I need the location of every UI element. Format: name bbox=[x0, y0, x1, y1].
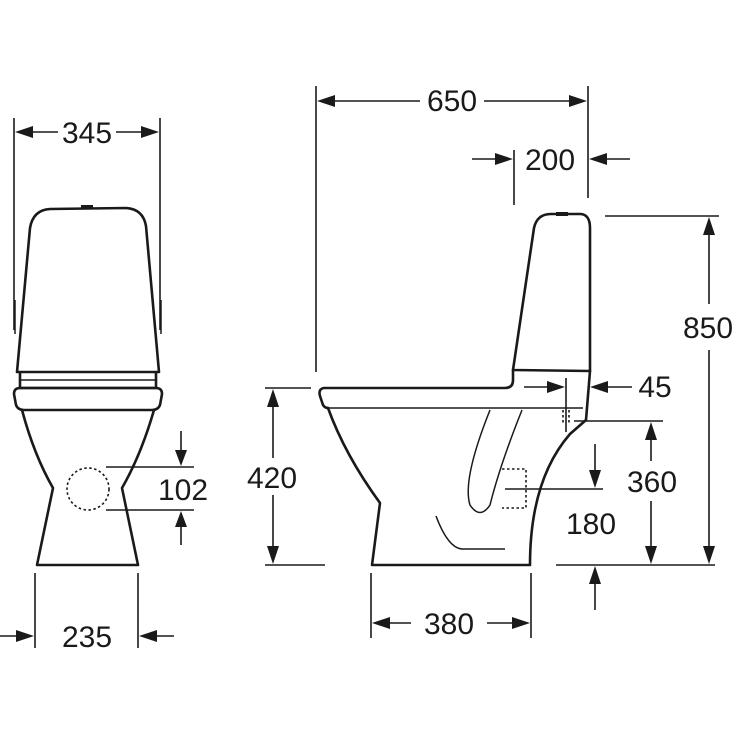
arrow-right-icon bbox=[569, 95, 587, 107]
dim-650-label: 650 bbox=[427, 85, 477, 118]
arrow-up-icon bbox=[645, 422, 657, 440]
arrow-up-icon bbox=[703, 217, 715, 235]
side-outlet-dashed bbox=[502, 468, 527, 509]
arrow-right-icon bbox=[547, 381, 565, 393]
arrow-up-icon bbox=[175, 511, 187, 527]
arrow-left-icon bbox=[317, 95, 335, 107]
front-rim bbox=[12, 386, 164, 412]
arrow-down-icon bbox=[175, 450, 187, 466]
arrow-down-icon bbox=[703, 546, 715, 564]
side-tank-back bbox=[568, 369, 592, 436]
dim-45-label: 45 bbox=[638, 371, 671, 404]
arrow-left-icon bbox=[590, 381, 608, 393]
dim-180-label: 180 bbox=[566, 508, 616, 541]
arrow-right-icon bbox=[495, 153, 513, 165]
dim-235-label: 235 bbox=[62, 621, 112, 654]
arrow-left-icon bbox=[589, 153, 607, 165]
front-tank-button bbox=[81, 205, 93, 209]
front-view: 345 102 235 bbox=[0, 117, 208, 654]
dim-200-label: 200 bbox=[525, 144, 575, 177]
arrow-down-icon bbox=[267, 546, 279, 564]
arrow-right-icon bbox=[512, 617, 530, 629]
arrow-right-icon bbox=[141, 126, 159, 138]
dim-850-label: 850 bbox=[683, 312, 733, 345]
side-view: 650 200 850 45 420 bbox=[247, 85, 733, 641]
side-inlet-dashed bbox=[562, 410, 570, 425]
front-tank-outline bbox=[15, 206, 161, 374]
arrow-left-icon bbox=[139, 630, 157, 642]
side-seat-top bbox=[318, 368, 515, 410]
arrow-left-icon bbox=[372, 617, 390, 629]
dim-345-label: 345 bbox=[62, 117, 112, 150]
side-bowl-front bbox=[326, 406, 572, 567]
dim-380-label: 380 bbox=[424, 608, 474, 641]
arrow-left-icon bbox=[15, 126, 33, 138]
arrow-down-icon bbox=[645, 546, 657, 564]
arrow-up-icon bbox=[267, 389, 279, 407]
arrow-down-icon bbox=[589, 470, 601, 488]
side-trap-curve bbox=[467, 409, 523, 514]
front-bowl-body bbox=[20, 408, 156, 567]
side-inner-curve bbox=[435, 515, 505, 550]
dim-360-label: 360 bbox=[627, 466, 677, 499]
arrow-up-icon bbox=[589, 566, 601, 584]
side-tank-button bbox=[556, 212, 568, 216]
side-tank-outline bbox=[511, 212, 592, 373]
arrow-right-icon bbox=[16, 630, 34, 642]
dim-420-label: 420 bbox=[247, 462, 297, 495]
dim-102-label: 102 bbox=[158, 474, 208, 507]
outlet-circle bbox=[66, 467, 110, 511]
